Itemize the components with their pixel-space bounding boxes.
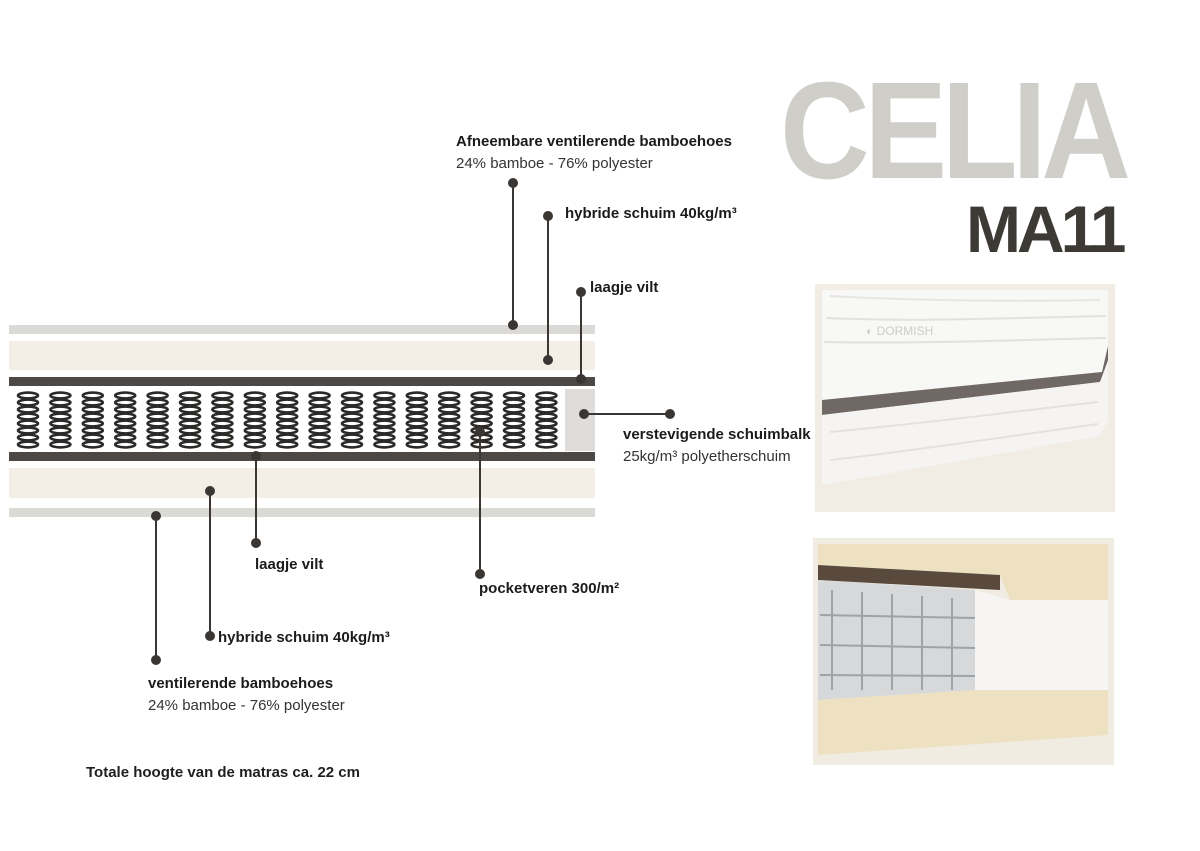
svg-text:◐ DORMISH: ◐ DORMISH [866,324,933,338]
pocket-spring [113,391,137,449]
leader-top-felt [576,287,586,384]
top-foam-layer [9,341,595,370]
leader-top-foam [543,211,553,365]
top-cover-layer [9,325,595,334]
label-bottom-cover-detail: 24% bamboe - 76% polyester [148,697,345,714]
pocket-spring [211,391,234,449]
pocket-spring [308,391,331,449]
leader-springs [475,427,485,579]
pocket-spring [178,391,202,449]
side-foam-beam [565,389,595,451]
pocket-spring [437,391,461,449]
product-title: CELIA [780,54,1131,208]
pocket-spring [49,391,72,449]
label-top-foam-title: hybride schuim 40kg/m³ [565,205,737,222]
pocket-spring [16,391,40,449]
mattress-corner-photo: ◐ DORMISH [815,284,1115,512]
label-top-foam: hybride schuim 40kg/m³ [565,203,737,225]
pocket-spring [470,391,493,449]
leader-bottom-foam [205,486,215,641]
label-bottom-foam: hybride schuim 40kg/m³ [218,627,390,649]
bottom-cover-layer [9,508,595,517]
pocket-spring [405,391,429,449]
pocket-spring [502,391,526,449]
pocket-spring [146,391,169,449]
leader-bottom-cover [151,511,161,665]
pocket-spring [81,391,105,449]
label-top-cover-title: Afneembare ventilerende bamboehoes [456,133,732,150]
label-bottom-felt: laagje vilt [255,554,323,576]
top-felt-layer [9,377,595,386]
label-top-felt: laagje vilt [590,277,658,299]
label-springs-title: pocketveren 300/m² [479,580,620,597]
pocket-springs [16,391,558,449]
bottom-foam-layer [9,468,595,498]
pocket-spring [275,391,299,449]
total-height-note: Totale hoogte van de matras ca. 22 cm [86,764,360,781]
label-bottom-felt-title: laagje vilt [255,556,324,573]
pocket-spring [243,391,267,449]
label-bottom-foam-title: hybride schuim 40kg/m³ [218,629,390,646]
pocket-spring [340,391,364,449]
label-bottom-cover-title: ventilerende bamboehoes [148,675,334,692]
pocket-spring [535,391,558,449]
bottom-felt-layer [9,452,595,461]
leader-top-cover [508,178,518,330]
label-springs: pocketveren 300/m² [479,578,619,600]
leader-side-foam [579,409,675,419]
label-side-foam: verstevigende schuimbalk 25kg/m³ polyeth… [623,424,811,468]
label-side-foam-title: verstevigende schuimbalk [623,426,811,443]
label-bottom-cover: ventilerende bamboehoes 24% bamboe - 76%… [148,673,345,717]
pocket-spring [373,391,396,449]
label-top-cover: Afneembare ventilerende bamboehoes 24% b… [456,131,732,175]
label-side-foam-detail: 25kg/m³ polyetherschuim [623,448,791,465]
label-top-felt-title: laagje vilt [590,279,659,296]
mattress-cross-section-photo [813,538,1114,765]
product-model: MA11 [966,192,1126,266]
label-top-cover-detail: 24% bamboe - 76% polyester [456,155,653,172]
leader-bottom-felt [251,451,261,548]
